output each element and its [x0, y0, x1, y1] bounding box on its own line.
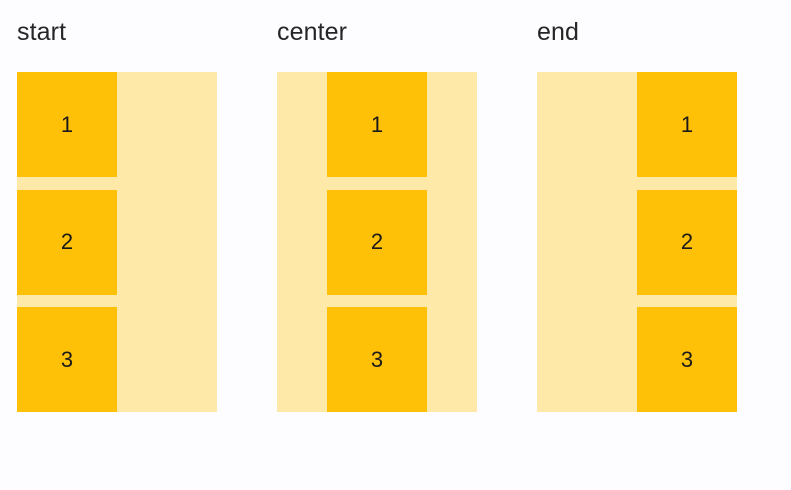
flex-item-label: 3	[680, 346, 694, 372]
flex-item-label: 3	[60, 346, 74, 372]
flex-item: 2	[17, 189, 117, 295]
flex-item: 3	[17, 307, 117, 412]
flex-item: 3	[637, 307, 737, 412]
flex-item-label: 2	[60, 229, 74, 254]
group-label-end: end	[537, 18, 580, 46]
flex-item-label: 3	[370, 346, 384, 372]
flex-item-label: 1	[680, 111, 694, 137]
flex-item: 3	[327, 307, 427, 412]
flex-item-label: 1	[60, 111, 74, 137]
flex-item: 1	[637, 72, 737, 177]
flex-item-label: 2	[680, 229, 694, 254]
flex-item: 2	[327, 189, 427, 295]
flex-container-center: 1 2 3	[277, 72, 477, 412]
flex-container-end: 1 2 3	[537, 72, 737, 412]
flex-item-label: 2	[370, 229, 384, 254]
flex-item: 1	[17, 72, 117, 177]
flex-item-label: 1	[370, 111, 384, 137]
group-label-start: start	[17, 18, 67, 46]
flex-item: 1	[327, 72, 427, 177]
flex-item: 2	[637, 189, 737, 295]
flex-container-start: 1 2 3	[17, 72, 217, 412]
group-label-center: center	[277, 18, 348, 46]
